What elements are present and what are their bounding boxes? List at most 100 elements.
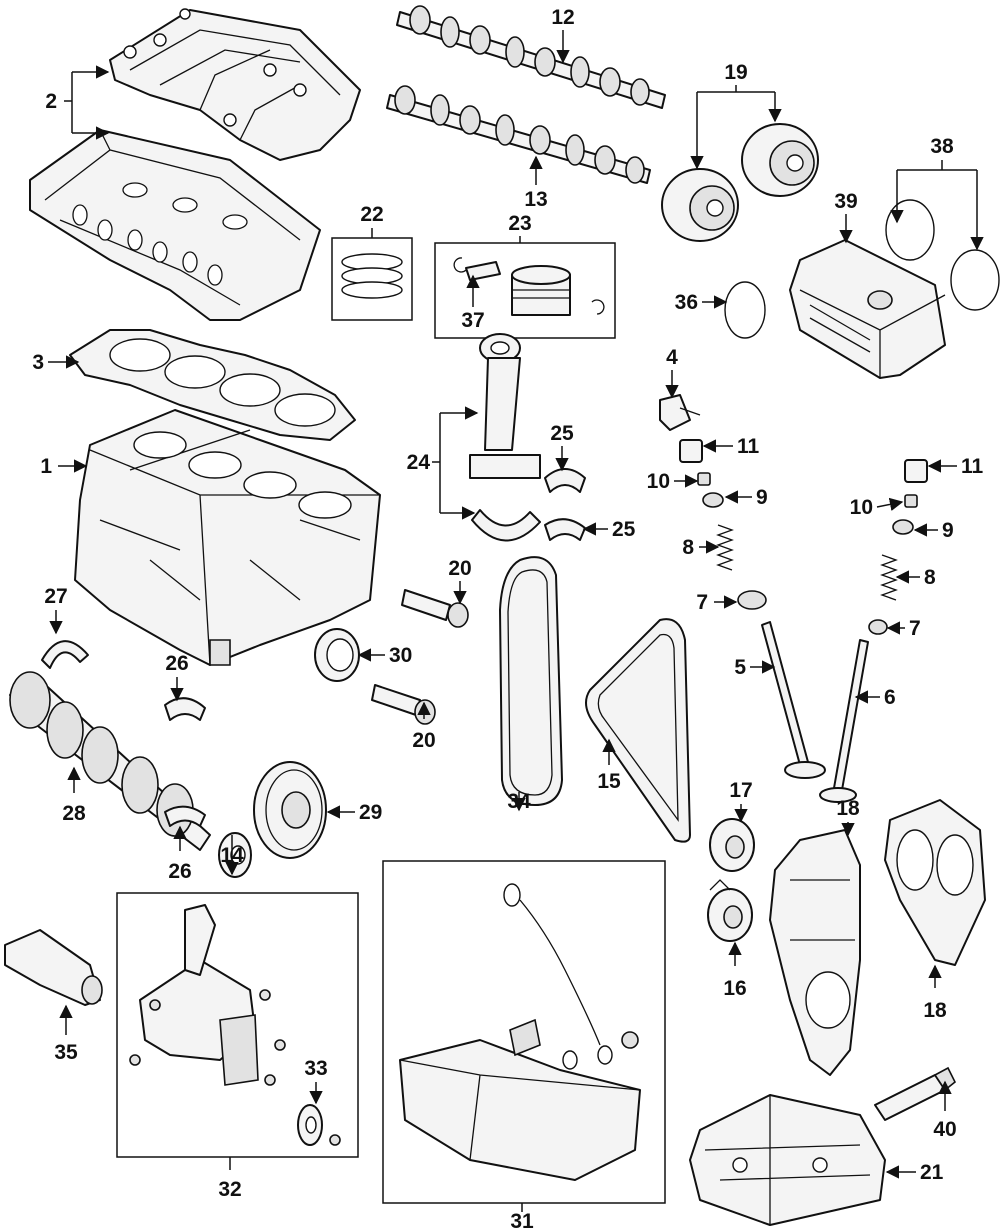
callout-23: 23 — [508, 212, 531, 235]
callout-9-right: 9 — [942, 519, 954, 542]
callout-25-upper: 25 — [550, 422, 574, 445]
piston-pin — [465, 261, 501, 281]
callout-11-right: 11 — [961, 455, 984, 478]
o-ring — [724, 281, 766, 339]
main-bearing-lower — [164, 805, 206, 827]
callout-5: 5 — [734, 656, 746, 679]
callout-15: 15 — [597, 770, 621, 793]
callout-4: 4 — [666, 346, 678, 369]
timing-cover-inner — [769, 829, 861, 1076]
crank-pulley — [253, 761, 327, 859]
callout-33: 33 — [304, 1057, 327, 1080]
callout-25-lower: 25 — [612, 518, 636, 541]
cam-phaser-right — [741, 123, 819, 197]
connecting-rod-cap — [471, 509, 541, 542]
drive-belt — [499, 556, 563, 806]
vvt-solenoid-lower — [371, 684, 436, 725]
front-crank-seal — [314, 628, 360, 682]
piston-rings — [341, 253, 403, 299]
callout-6: 6 — [884, 686, 896, 709]
callout-28: 28 — [62, 802, 86, 825]
callout-12: 12 — [551, 6, 574, 29]
sealant-tube — [874, 1066, 957, 1121]
valve-seal-right — [868, 619, 888, 635]
callout-22: 22 — [360, 203, 383, 226]
valve-keepers-left — [697, 472, 711, 486]
oil-pump-box — [116, 892, 359, 1158]
timing-cover-outer — [884, 799, 986, 966]
callout-31: 31 — [510, 1210, 534, 1232]
callout-19: 19 — [724, 61, 747, 84]
valve-seal-left — [737, 590, 767, 610]
head-gasket — [69, 329, 356, 441]
pin-clips — [453, 257, 605, 315]
piston — [511, 265, 571, 316]
callout-37: 37 — [461, 309, 484, 332]
sensor — [659, 394, 701, 431]
callout-18-upper: 18 — [836, 797, 860, 820]
cylinder-head — [29, 129, 321, 321]
callout-1: 1 — [40, 455, 52, 478]
callout-17: 17 — [729, 779, 752, 802]
callout-9-left: 9 — [756, 486, 768, 509]
valve-keepers-right — [904, 494, 918, 508]
spring-retainer-right — [892, 519, 914, 535]
oil-cooler-gasket-left — [885, 199, 935, 261]
camshaft-exhaust — [386, 85, 651, 184]
oil-cooler — [789, 239, 946, 379]
oil-pan-small-parts — [509, 1018, 639, 1070]
callout-3: 3 — [32, 351, 44, 374]
belt-tensioner — [707, 879, 753, 942]
callout-38: 38 — [930, 135, 954, 158]
callout-26-lower: 26 — [168, 860, 191, 883]
vvt-solenoid-upper — [401, 589, 469, 628]
callout-8-right: 8 — [924, 566, 936, 589]
exhaust-valve — [819, 639, 869, 803]
balance-shaft-assembly — [689, 1094, 886, 1226]
engine-block — [74, 409, 381, 666]
cam-phaser-left — [661, 168, 739, 242]
callout-14: 14 — [220, 844, 244, 867]
callout-40: 40 — [933, 1118, 956, 1141]
rod-bearing-upper — [544, 468, 586, 493]
callout-24: 24 — [407, 451, 431, 474]
callout-11-left: 11 — [737, 435, 760, 458]
callout-34: 34 — [507, 790, 531, 813]
callout-7-left: 7 — [696, 591, 708, 614]
oil-pan-box — [382, 860, 666, 1204]
callout-30: 30 — [389, 644, 412, 667]
timing-belt — [585, 618, 691, 843]
oil-pickup-tube — [503, 883, 601, 1046]
valve-spring-left — [716, 524, 734, 571]
oil-pump-sprocket — [297, 1104, 323, 1146]
callout-21: 21 — [920, 1161, 944, 1184]
thrust-washer — [41, 640, 89, 669]
valve-spring-right — [880, 554, 898, 601]
idler-pulley — [709, 818, 755, 872]
callout-13: 13 — [524, 188, 547, 211]
piston-kit-box — [434, 242, 616, 339]
rod-bearing-lower — [544, 518, 586, 541]
callout-18-lower: 18 — [923, 999, 947, 1022]
spring-retainer-left — [702, 492, 724, 508]
callout-32: 32 — [218, 1178, 241, 1201]
callout-16: 16 — [723, 977, 746, 1000]
callout-27: 27 — [44, 585, 67, 608]
callout-2: 2 — [45, 90, 57, 113]
callout-20-upper: 20 — [448, 557, 471, 580]
callout-39: 39 — [834, 190, 857, 213]
oil-pump — [139, 904, 259, 1086]
connecting-rod — [469, 333, 541, 479]
camshaft-carrier — [109, 8, 361, 161]
main-bearing-upper — [164, 697, 206, 721]
oil-pump-bolts — [129, 989, 341, 1146]
intake-valve — [761, 621, 826, 779]
callout-8-left: 8 — [682, 536, 694, 559]
callout-10-right: 10 — [850, 496, 873, 519]
callout-10-left: 10 — [647, 470, 670, 493]
crankshaft — [9, 671, 211, 851]
callout-36: 36 — [675, 291, 698, 314]
oil-pan — [399, 1039, 641, 1181]
callout-29: 29 — [359, 801, 382, 824]
